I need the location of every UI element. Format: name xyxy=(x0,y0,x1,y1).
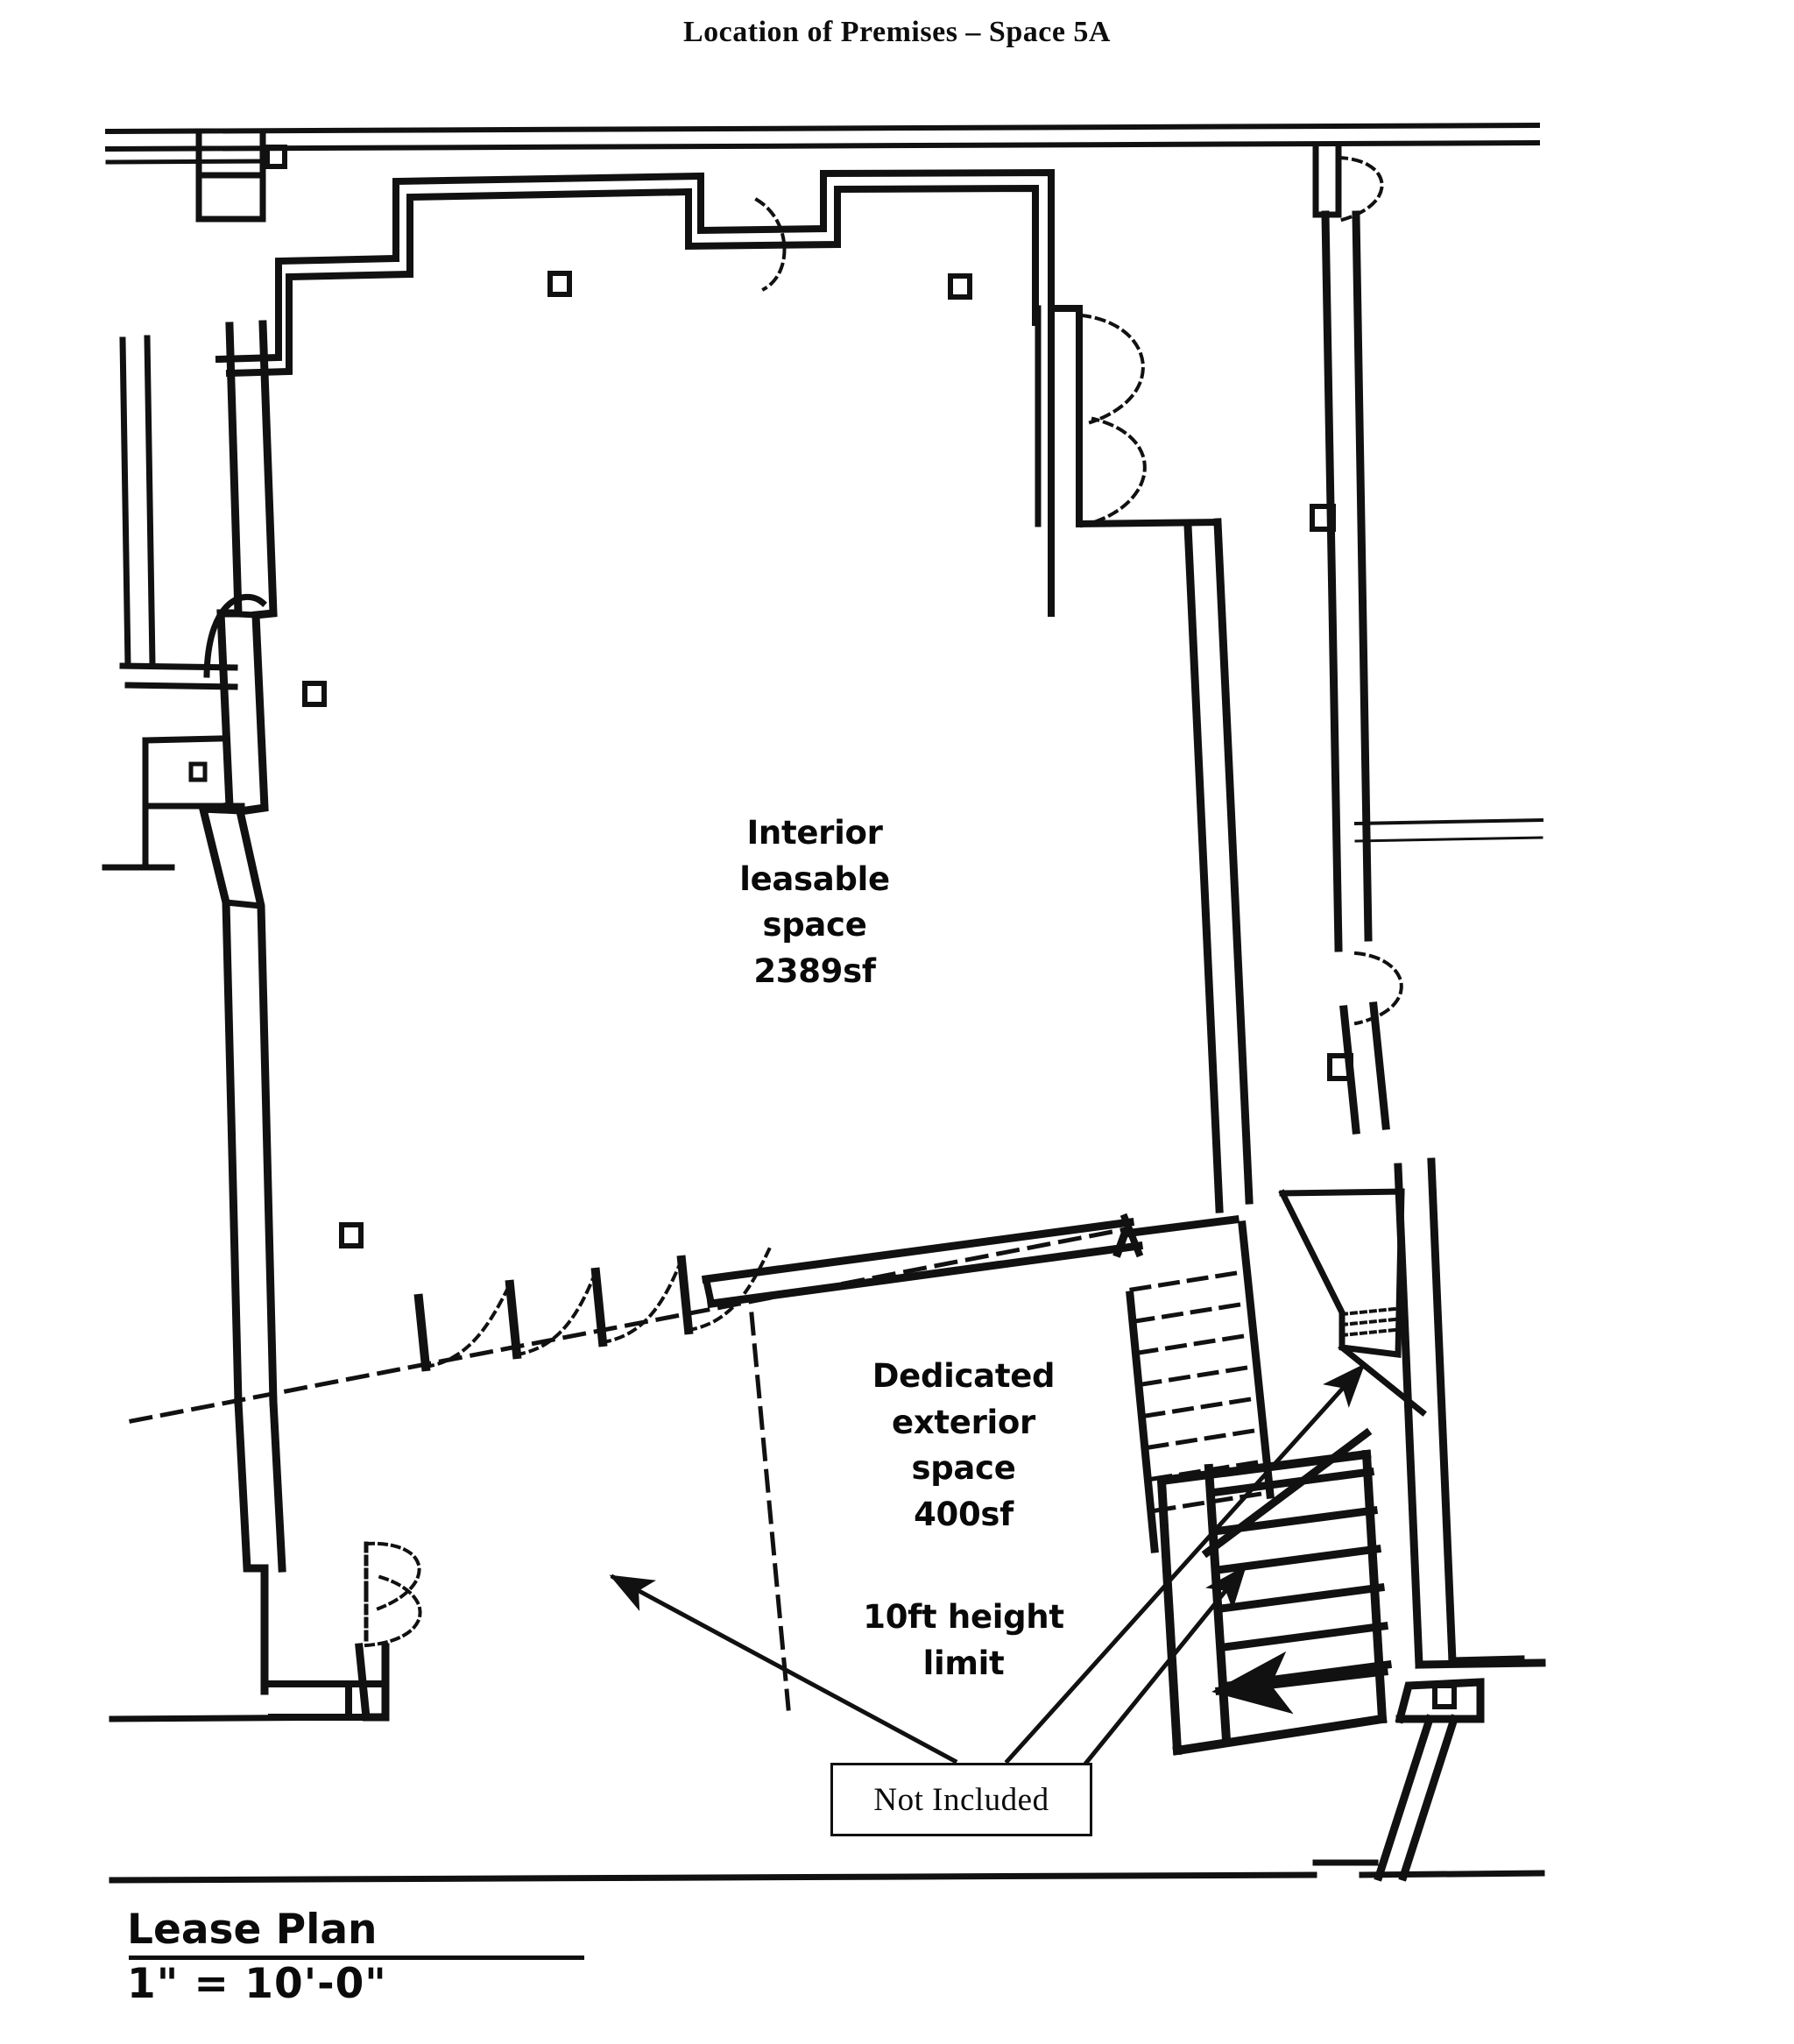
interior-leasable-space-label: Interior leasable space 2389sf xyxy=(739,814,890,990)
east-exterior-wall-upper xyxy=(1321,210,1373,952)
interior-east-demising-wall xyxy=(1183,518,1254,1213)
column-marker xyxy=(948,273,972,300)
dedicated-exterior-space-label: Dedicated exterior space 400sf xyxy=(872,1357,1056,1533)
southeast-angled-wall xyxy=(1374,1714,1459,1882)
height-limit-label: 10ft height limit xyxy=(863,1598,1064,1682)
southwest-door-swing-upper xyxy=(364,1541,421,1611)
column-marker xyxy=(1327,1053,1353,1081)
not-included-callout-box: Not Included xyxy=(830,1763,1092,1836)
sheet-title: Location of Premises – Space 5A xyxy=(683,16,1111,48)
stair-landing-hatch xyxy=(1339,1306,1397,1338)
title-block-divider xyxy=(129,1956,584,1961)
north-wall-door-swing xyxy=(754,197,787,292)
southwest-door-swing-lower xyxy=(364,1574,422,1648)
south-sidewalk-line xyxy=(109,1714,1545,1884)
west-corridor-door-swing xyxy=(203,593,267,678)
storefront-header-beam xyxy=(701,1217,1144,1309)
drawing-name: Lease Plan xyxy=(127,1906,378,1954)
ne-room-door-swing-lower xyxy=(1079,416,1147,528)
west-corridor-wall xyxy=(119,335,238,690)
east-wall-sill-line-2 xyxy=(1354,836,1543,843)
east-door-swing-mid xyxy=(1353,951,1403,1026)
callout-leader-to-patio xyxy=(609,1574,958,1765)
storefront-beam-end xyxy=(702,1275,716,1308)
east-service-passage-wall xyxy=(1394,1157,1546,1669)
not-included-label: Not Included xyxy=(873,1781,1049,1818)
exterior-space-boundary xyxy=(129,1226,1133,1711)
west-wall-step-1 xyxy=(217,610,259,619)
ne-room-door-swing-upper xyxy=(1079,313,1145,425)
column-marker xyxy=(1432,1683,1457,1709)
northeast-entry-jamb xyxy=(1312,145,1342,218)
lower-stair-direction-arrow xyxy=(1211,1651,1388,1715)
northeast-door-swing xyxy=(1336,155,1384,223)
storefront-folding-panels xyxy=(413,1255,694,1372)
column-marker xyxy=(302,681,327,707)
lower-stair-direction-line xyxy=(1201,1427,1373,1559)
callout-leader-to-upper-stair xyxy=(1004,1363,1366,1765)
north-exterior-wall xyxy=(104,122,1541,152)
west-exterior-wall xyxy=(198,320,278,1406)
north-interior-wall xyxy=(392,168,1083,326)
north-wall-west-return xyxy=(215,254,400,364)
north-sidewalk-line xyxy=(105,159,265,165)
west-lower-room-wall xyxy=(102,735,245,871)
column-marker xyxy=(339,1222,364,1248)
column-marker xyxy=(188,761,208,782)
column-marker xyxy=(547,271,572,297)
north-wall-west-return-inner xyxy=(225,270,414,378)
callout-leader-to-lower-stair xyxy=(1083,1565,1247,1766)
column-marker xyxy=(1310,504,1336,532)
east-wall-sill-line xyxy=(1353,817,1544,826)
column-marker xyxy=(265,145,287,169)
west-wall-step-3 xyxy=(222,899,265,909)
west-wall-step-2 xyxy=(200,806,244,815)
north-west-pilaster xyxy=(195,128,266,223)
drawing-scale: 1" = 10'-0" xyxy=(127,1960,387,2009)
title-block: Lease Plan 1" = 10'-0" xyxy=(127,1908,618,2006)
upper-stair-run-outline xyxy=(1112,1214,1275,1553)
southwest-wall-base xyxy=(234,1397,286,1695)
